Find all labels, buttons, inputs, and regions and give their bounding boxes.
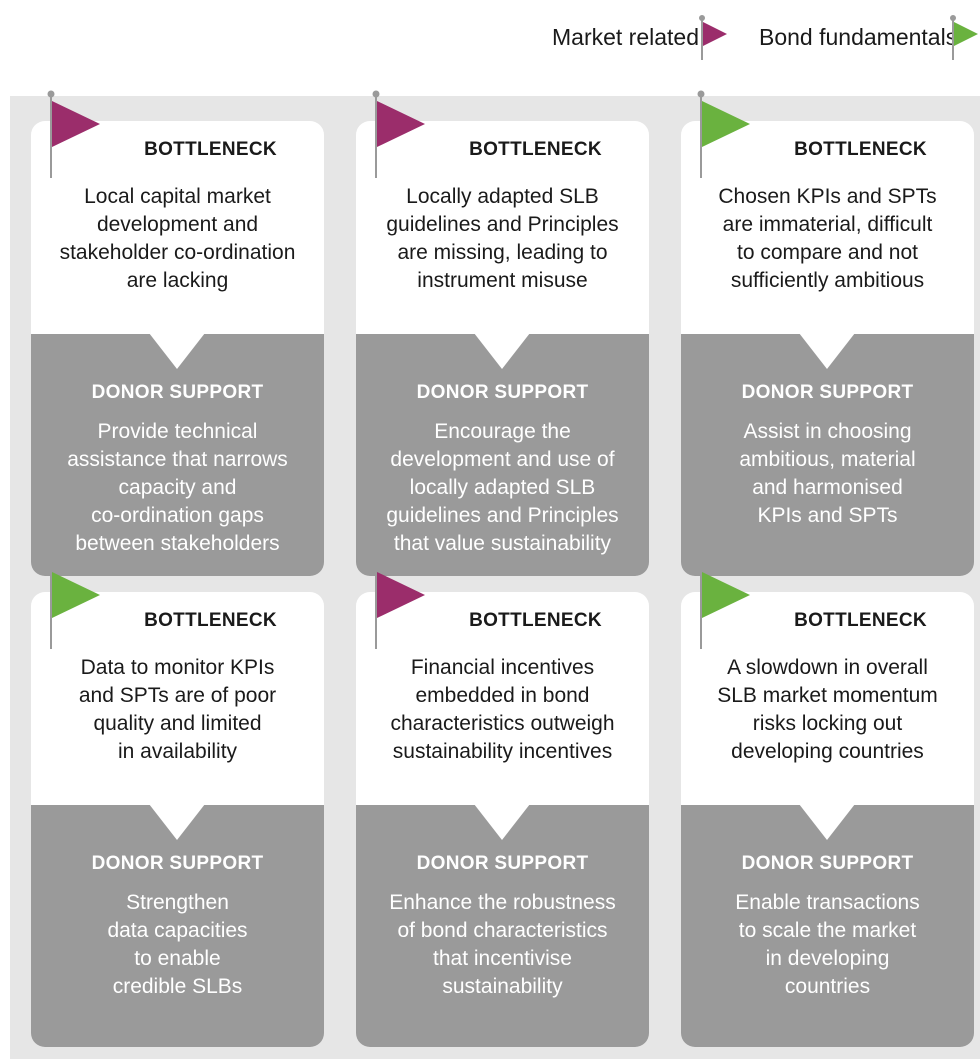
donor-support-text: Enhance the robustness of bond character… <box>389 891 616 998</box>
donor-support-heading: DONOR SUPPORT <box>741 853 914 874</box>
legend-label: Bond fundamentals <box>759 24 958 50</box>
bottleneck-heading: BOTTLENECK <box>144 610 277 631</box>
donor-support-section: DONOR SUPPORT Provide technical assistanc… <box>31 334 324 576</box>
bottleneck-section: BOTTLENECK Local capital market developme… <box>31 121 324 334</box>
down-arrow-notch <box>149 333 205 369</box>
down-arrow-notch <box>474 333 530 369</box>
donor-support-text: Assist in choosing ambitious, material a… <box>739 420 916 527</box>
bottleneck-section: BOTTLENECK Financial incentives embedded … <box>356 592 649 805</box>
bottleneck-section: BOTTLENECK Chosen KPIs and SPTs are immat… <box>681 121 974 334</box>
donor-support-text: Provide technical assistance that narrow… <box>67 420 288 555</box>
donor-support-section: DONOR SUPPORT Strengthen data capacities … <box>31 805 324 1047</box>
bottleneck-card: BOTTLENECK Financial incentives embedded … <box>356 592 649 1047</box>
bottleneck-text: Financial incentives embedded in bond ch… <box>390 656 615 763</box>
bottleneck-heading: BOTTLENECK <box>469 610 602 631</box>
flag-icon <box>47 90 100 178</box>
flag-icon <box>950 15 978 60</box>
bottleneck-section: BOTTLENECK Locally adapted SLB guidelines… <box>356 121 649 334</box>
bottleneck-text: Local capital market development and sta… <box>59 185 296 292</box>
bottleneck-heading: BOTTLENECK <box>794 139 927 160</box>
bottleneck-card: BOTTLENECK Locally adapted SLB guidelines… <box>356 121 649 576</box>
bottleneck-card: BOTTLENECK A slowdown in overall SLB mark… <box>681 592 974 1047</box>
donor-support-section: DONOR SUPPORT Encourage the development a… <box>356 334 649 576</box>
donor-support-text: Strengthen data capacities to enable cre… <box>107 891 248 998</box>
bottleneck-section: BOTTLENECK A slowdown in overall SLB mark… <box>681 592 974 805</box>
flag-icon <box>699 15 727 60</box>
donor-support-section: DONOR SUPPORT Enhance the robustness of b… <box>356 805 649 1047</box>
bottleneck-section: BOTTLENECK Data to monitor KPIs and SPTs … <box>31 592 324 805</box>
bottleneck-heading: BOTTLENECK <box>469 139 602 160</box>
donor-support-text: Enable transactions to scale the market … <box>735 891 920 998</box>
down-arrow-notch <box>149 804 205 840</box>
flag-icon <box>372 90 425 178</box>
bottleneck-text: Chosen KPIs and SPTs are immaterial, dif… <box>718 185 937 292</box>
legend-label: Market related <box>552 24 700 50</box>
legend: Market related Bond fundamentals <box>552 14 978 62</box>
donor-support-heading: DONOR SUPPORT <box>91 853 264 874</box>
donor-support-text: Encourage the development and use of loc… <box>386 420 619 555</box>
bottleneck-heading: BOTTLENECK <box>794 610 927 631</box>
donor-support-heading: DONOR SUPPORT <box>416 853 589 874</box>
donor-support-section: DONOR SUPPORT Assist in choosing ambitiou… <box>681 334 974 576</box>
bottleneck-card: BOTTLENECK Local capital market developme… <box>31 121 324 576</box>
flag-icon <box>697 90 750 178</box>
donor-support-heading: DONOR SUPPORT <box>416 382 589 403</box>
flag-icon <box>372 561 425 649</box>
flag-icon <box>697 561 750 649</box>
donor-support-heading: DONOR SUPPORT <box>741 382 914 403</box>
bottleneck-heading: BOTTLENECK <box>144 139 277 160</box>
bottleneck-card: BOTTLENECK Data to monitor KPIs and SPTs … <box>31 592 324 1047</box>
bottleneck-card: BOTTLENECK Chosen KPIs and SPTs are immat… <box>681 121 974 576</box>
down-arrow-notch <box>799 333 855 369</box>
bottleneck-text: Locally adapted SLB guidelines and Princ… <box>386 185 619 292</box>
donor-support-heading: DONOR SUPPORT <box>91 382 264 403</box>
flag-icon <box>47 561 100 649</box>
down-arrow-notch <box>799 804 855 840</box>
bottleneck-text: A slowdown in overall SLB market momentu… <box>717 656 938 763</box>
donor-support-section: DONOR SUPPORT Enable transactions to scal… <box>681 805 974 1047</box>
bottleneck-text: Data to monitor KPIs and SPTs are of poo… <box>78 656 277 763</box>
down-arrow-notch <box>474 804 530 840</box>
